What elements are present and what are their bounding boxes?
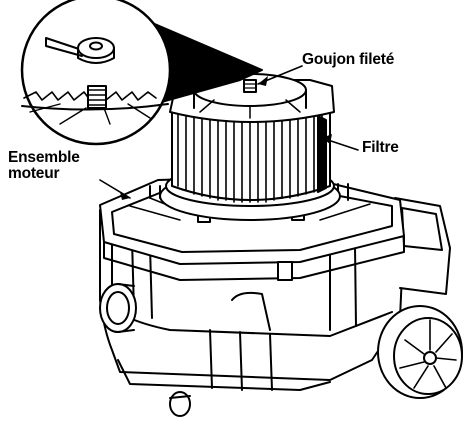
motor-assembly-label-line2: moteur <box>8 165 60 182</box>
hose-port <box>99 283 137 333</box>
detail-magnifier <box>20 0 263 146</box>
caster-wheel <box>169 391 191 417</box>
filter-label: Filtre <box>362 139 399 156</box>
arrowhead-stud <box>258 76 268 86</box>
filter <box>171 109 331 203</box>
motor-assembly-label: Ensemble moteur <box>8 150 80 182</box>
motor-assembly-label-line1: Ensemble <box>8 149 80 166</box>
arrowhead-motor <box>120 192 130 200</box>
rear-wheel <box>377 305 463 399</box>
threaded-stud <box>243 79 257 93</box>
stud-label: Goujon fileté <box>302 51 395 68</box>
arrowhead-filter <box>322 134 332 144</box>
